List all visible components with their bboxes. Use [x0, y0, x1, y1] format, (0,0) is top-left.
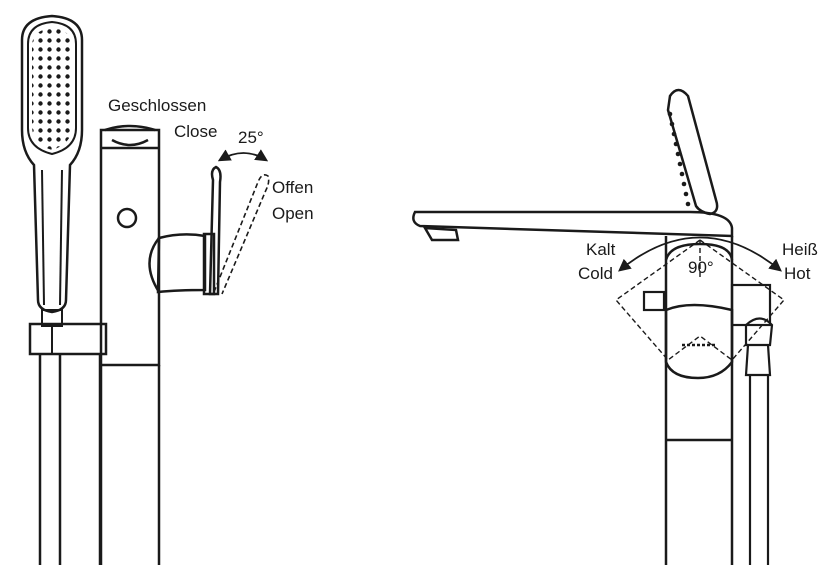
rotation-arc: [618, 236, 782, 272]
cold-connector: [642, 290, 666, 312]
lever-angle-arc: [217, 149, 269, 162]
faucet-body-left: [99, 124, 161, 565]
shower-holder: [28, 322, 108, 356]
lever-mount: [148, 232, 216, 296]
rotation-indicator: [614, 239, 786, 361]
label-hot-de: Heiß: [782, 240, 818, 259]
faucet-body-right: [664, 236, 734, 565]
label-open-de: Offen: [272, 178, 314, 197]
side-view-right: [412, 88, 786, 565]
lever-open: [213, 174, 270, 295]
hand-shower-top: [666, 88, 719, 216]
label-lever-angle: 25°: [238, 128, 264, 147]
hot-connector: [730, 283, 774, 565]
label-rotation-angle: 90°: [688, 258, 714, 277]
label-cold-en: Cold: [578, 264, 613, 283]
label-hot-en: Hot: [784, 264, 811, 283]
lever-closed: [208, 165, 222, 296]
spout: [412, 210, 734, 242]
label-closed-en: Close: [174, 122, 218, 141]
label-open-en: Open: [272, 204, 314, 223]
shower-hose: [38, 354, 102, 565]
label-cold-de: Kalt: [586, 240, 616, 259]
side-view-left: [20, 14, 270, 565]
label-closed-de: Geschlossen: [108, 96, 207, 115]
hand-shower: [20, 14, 84, 327]
